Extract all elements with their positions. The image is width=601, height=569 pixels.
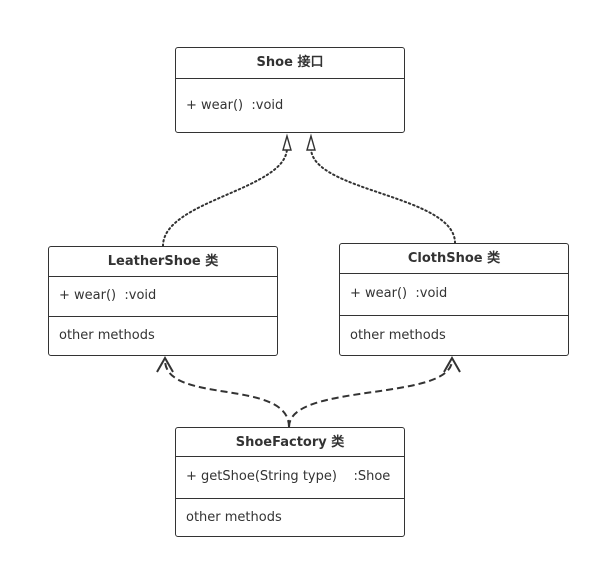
- clothshoe-class-title: ClothShoe 类: [340, 244, 568, 274]
- shoefactory-class-method: + getShoe(String type) :Shoe: [176, 457, 404, 499]
- leathershoe-class-box[interactable]: LeatherShoe 类 + wear() :void other metho…: [48, 246, 278, 356]
- shoefactory-class-title: ShoeFactory 类: [176, 428, 404, 457]
- leathershoe-class-other-methods: other methods: [59, 328, 155, 343]
- clothshoe-class-other-methods: other methods: [350, 328, 446, 343]
- realization-line-leathershoe-to-shoe: [162, 147, 288, 247]
- realization-line-clothshoe-to-shoe: [310, 147, 456, 244]
- shoe-interface-box[interactable]: Shoe 接口 + wear() :void: [175, 47, 405, 133]
- dependency-line-factory-to-clothshoe: [288, 359, 453, 428]
- dependency-arrowhead-leathershoe: [156, 355, 174, 373]
- shoefactory-class-box[interactable]: ShoeFactory 类 + getShoe(String type) :Sh…: [175, 427, 405, 537]
- leathershoe-class-method: + wear() :void: [49, 277, 277, 317]
- realization-arrowhead-right: [306, 133, 316, 151]
- shoe-interface-title: Shoe 接口: [176, 48, 404, 79]
- clothshoe-class-method: + wear() :void: [340, 274, 568, 316]
- shoefactory-class-other-methods: other methods: [186, 510, 282, 525]
- dependency-line-factory-to-leathershoe: [164, 359, 290, 428]
- shoe-interface-method: + wear() :void: [186, 98, 284, 113]
- realization-arrowhead-left: [282, 133, 292, 151]
- dependency-arrowhead-clothshoe: [443, 355, 461, 373]
- clothshoe-class-box[interactable]: ClothShoe 类 + wear() :void other methods: [339, 243, 569, 356]
- leathershoe-class-title: LeatherShoe 类: [49, 247, 277, 277]
